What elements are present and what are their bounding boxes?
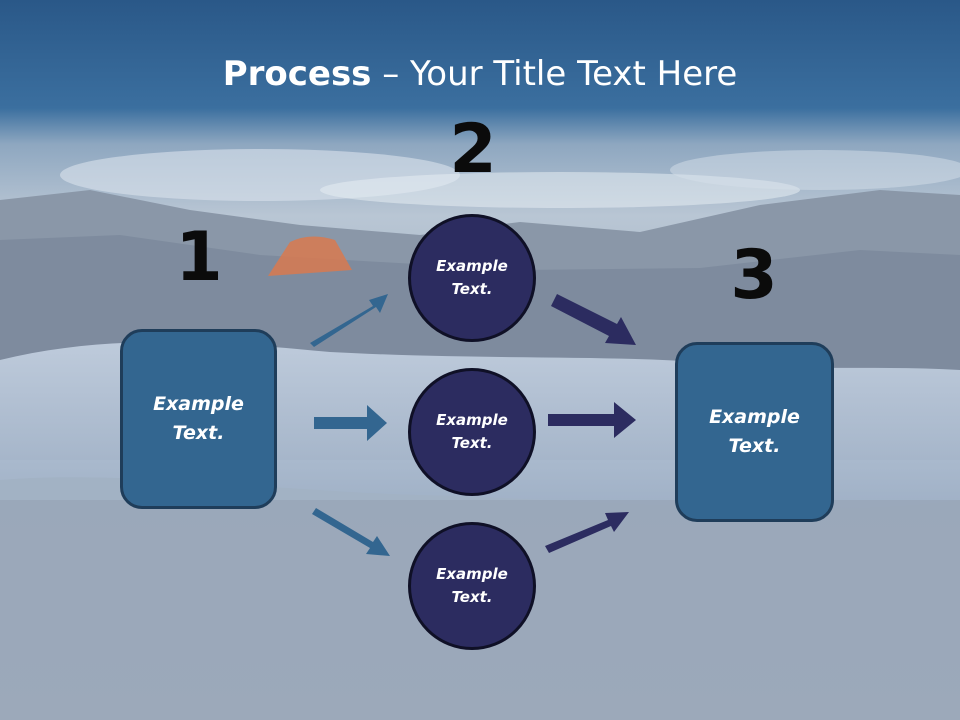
arrows-left [310, 294, 390, 556]
arrow-left-up [310, 294, 388, 347]
step-number-1: 1 [175, 218, 223, 297]
title-bold: Process [222, 54, 372, 94]
circle-middle: Example Text. [408, 368, 536, 496]
right-box: Example Text. [675, 342, 834, 522]
arrow-left-mid [314, 405, 387, 441]
arrows-right [545, 294, 636, 553]
arrow-right-up [545, 512, 629, 553]
step-number-3: 3 [730, 236, 778, 315]
arrow-right-mid [548, 402, 636, 438]
title-rest: – Your Title Text Here [371, 54, 738, 94]
arrow-right-down [551, 294, 636, 345]
circle-bottom: Example Text. [408, 522, 536, 650]
step-number-2: 2 [449, 110, 497, 189]
left-box: Example Text. [120, 329, 277, 509]
arrow-left-down [312, 508, 390, 556]
slide-title: Process – Your Title Text Here [0, 52, 960, 96]
circle-top: Example Text. [408, 214, 536, 342]
